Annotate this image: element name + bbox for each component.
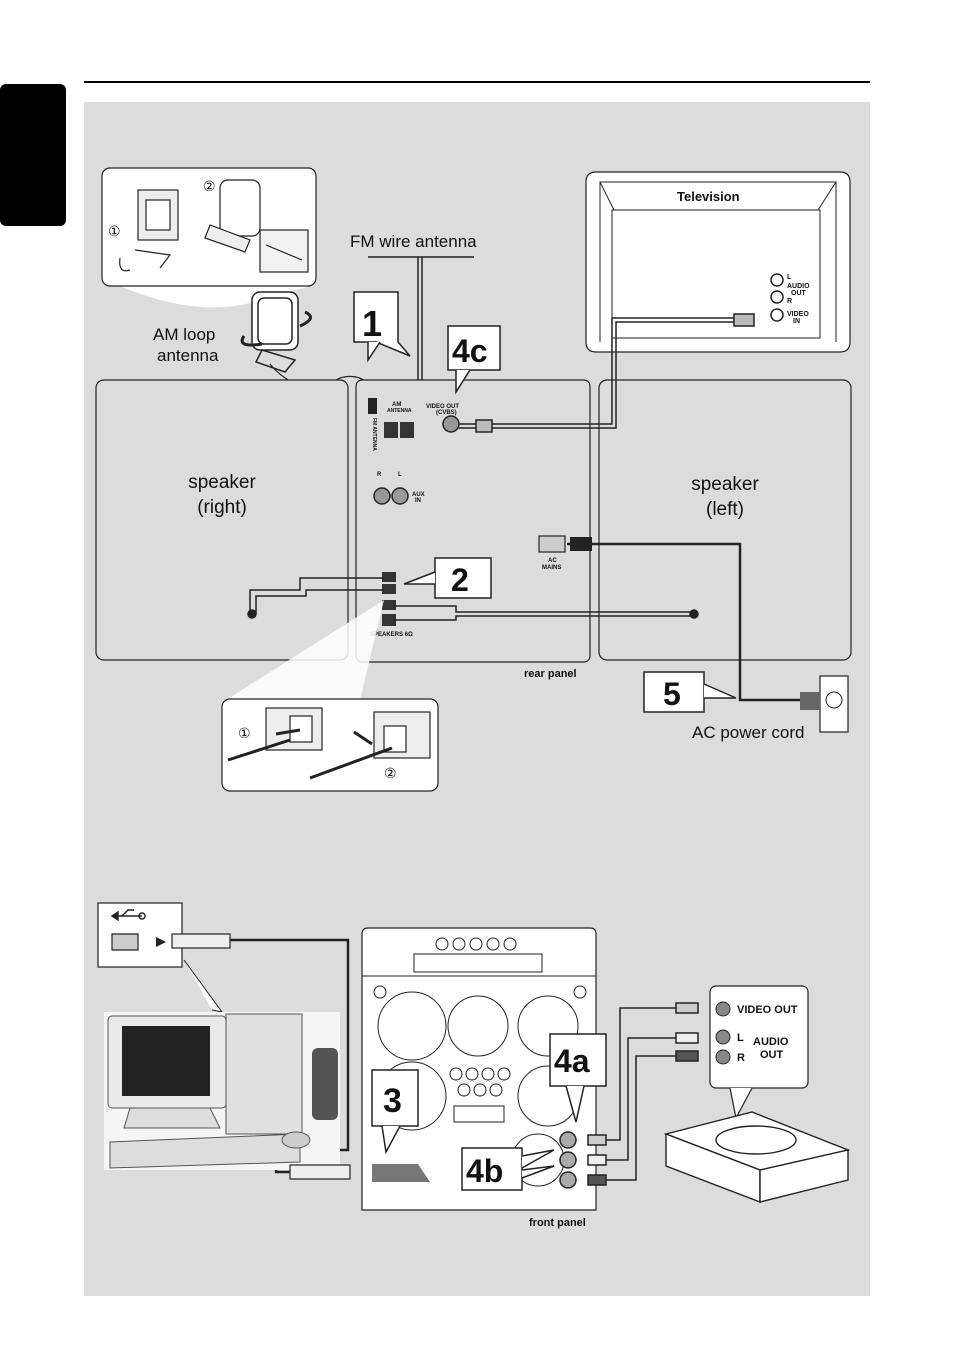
tv-video-in-jack [771,309,783,321]
step-4b-label: 4b [466,1153,503,1189]
computer-image [104,1012,340,1170]
fm-antenna-port-label: FM ANTENNA [371,418,377,451]
inset-step-1: ① [238,725,251,741]
speaker-left-label-2: (left) [706,499,744,520]
ext-video-out-jack [716,1002,730,1016]
am-antenna-inset: ① ② [102,168,316,307]
side-tab [0,84,66,226]
am-antenna-port-label-2: ANTENNA [387,408,412,414]
tv-label: Television [677,189,740,204]
fm-antenna-label: FM wire antenna [350,232,477,251]
front-panel-label: front panel [529,1217,586,1229]
tv-audio-out-label-2: OUT [791,290,807,297]
ext-r-label: R [737,1052,745,1064]
step-2-circle: ② [203,178,216,194]
ac-power-cord-label: AC power cord [692,723,804,742]
usb-inset [98,903,182,967]
tv-audio-r-jack [771,291,783,303]
ac-mains-label: AC [548,558,557,564]
speaker-right [96,380,348,660]
tv-r-label: R [787,298,792,305]
am-loop-label-2: antenna [157,346,219,365]
usb-port-icon [112,934,138,950]
front-video-out-jack [560,1132,576,1148]
tv-audio-l-jack [771,274,783,286]
ext-audio-r-jack [716,1050,730,1064]
ac-mains-socket [539,536,565,552]
speaker-left-label-1: speaker [691,474,759,495]
speaker-right-label-1: speaker [188,472,256,493]
ext-audio-label: AUDIO [753,1036,789,1048]
step-3-label: 3 [383,1082,402,1120]
tv-audio-out-label: AUDIO [787,283,810,290]
ac-mains-label-2: MAINS [542,565,561,571]
ext-l-label: L [737,1032,744,1044]
inset-step-2: ② [384,765,397,781]
ext-video-out-label: VIDEO OUT [737,1004,798,1016]
front-audio-l-jack [560,1152,576,1168]
video-out-port-label-2: (CVBS) [436,410,457,416]
aux-in-label-2: IN [415,498,421,504]
step-2-label: 2 [451,562,469,598]
port-r-label: R [377,472,382,478]
port-l-label: L [398,472,402,478]
tv-video-in-label-2: IN [793,318,800,325]
step-4c-label: 4c [452,333,488,369]
speaker-right-label-2: (right) [197,497,247,518]
aux-in-jack-right [392,488,408,504]
tv-video-in-label: VIDEO [787,311,809,318]
ext-audio-l-jack [716,1030,730,1044]
am-loop-label-1: AM loop [153,325,215,344]
usb-plug-bottom [290,1165,350,1179]
rear-panel-label: rear panel [524,668,577,680]
step-5-label: 5 [663,676,681,712]
front-audio-r-jack [560,1172,576,1188]
tv-l-label: L [787,274,792,281]
speaker-left [599,380,851,660]
step-1-label: 1 [362,303,382,344]
speakers-port-label: SPEAKERS 6Ω [370,632,413,638]
step-1-circle: ① [108,223,121,239]
aux-in-jack-left [374,488,390,504]
ext-audio-out-label: OUT [760,1049,784,1061]
usb-plug-top [172,934,230,948]
video-out-jack [443,416,459,432]
step-4a-label: 4a [554,1043,590,1079]
